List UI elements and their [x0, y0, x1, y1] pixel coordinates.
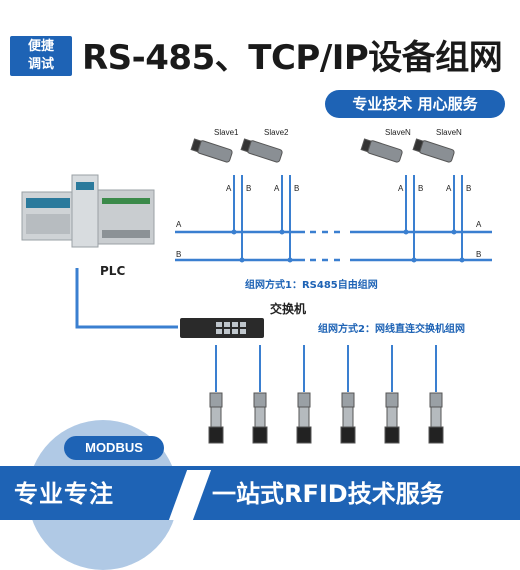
bus-a-right: A: [476, 220, 482, 229]
mode1-label: 组网方式1：RS485自由组网: [245, 280, 378, 291]
network-switch: [180, 318, 264, 338]
mode2-label: 组网方式2：网线直连交换机组网: [318, 324, 465, 335]
bus-a-left: A: [176, 220, 182, 229]
label-a: A: [446, 184, 452, 193]
slave-label: Slave2: [264, 128, 289, 137]
slogan-pill: 专业技术 用心服务: [325, 90, 505, 118]
label-b: B: [246, 184, 252, 193]
switch-label: 交换机: [270, 302, 307, 316]
plc-device: [21, 174, 155, 248]
banner-right-text: 一站式RFID技术服务: [212, 480, 444, 508]
network-diagram: [21, 138, 492, 444]
bus-b-left: B: [176, 250, 182, 259]
label-b: B: [294, 184, 300, 193]
slave-label: SlaveN: [385, 128, 411, 137]
label-b: B: [418, 184, 424, 193]
modbus-pill: MODBUS: [64, 436, 164, 460]
slave-label: SlaveN: [436, 128, 462, 137]
slave-sensors: [190, 138, 455, 163]
plc-label: PLC: [100, 264, 126, 278]
label-b: B: [466, 184, 472, 193]
page-title: RS-485、TCP/IP设备组网: [82, 38, 503, 78]
bus-b-right: B: [476, 250, 482, 259]
slave-label: Slave1: [214, 128, 239, 137]
label-a: A: [274, 184, 280, 193]
badge-line2: 调试: [27, 57, 54, 72]
banner-left-text: 专业专注: [14, 480, 114, 508]
convenient-debug-badge: 便捷 调试: [10, 36, 72, 76]
label-a: A: [226, 184, 232, 193]
label-a: A: [398, 184, 404, 193]
tcp-sensors: [208, 392, 444, 444]
plc-switch-cable: [75, 268, 178, 329]
badge-line1: 便捷: [27, 39, 54, 54]
bottom-banner: [0, 466, 520, 520]
